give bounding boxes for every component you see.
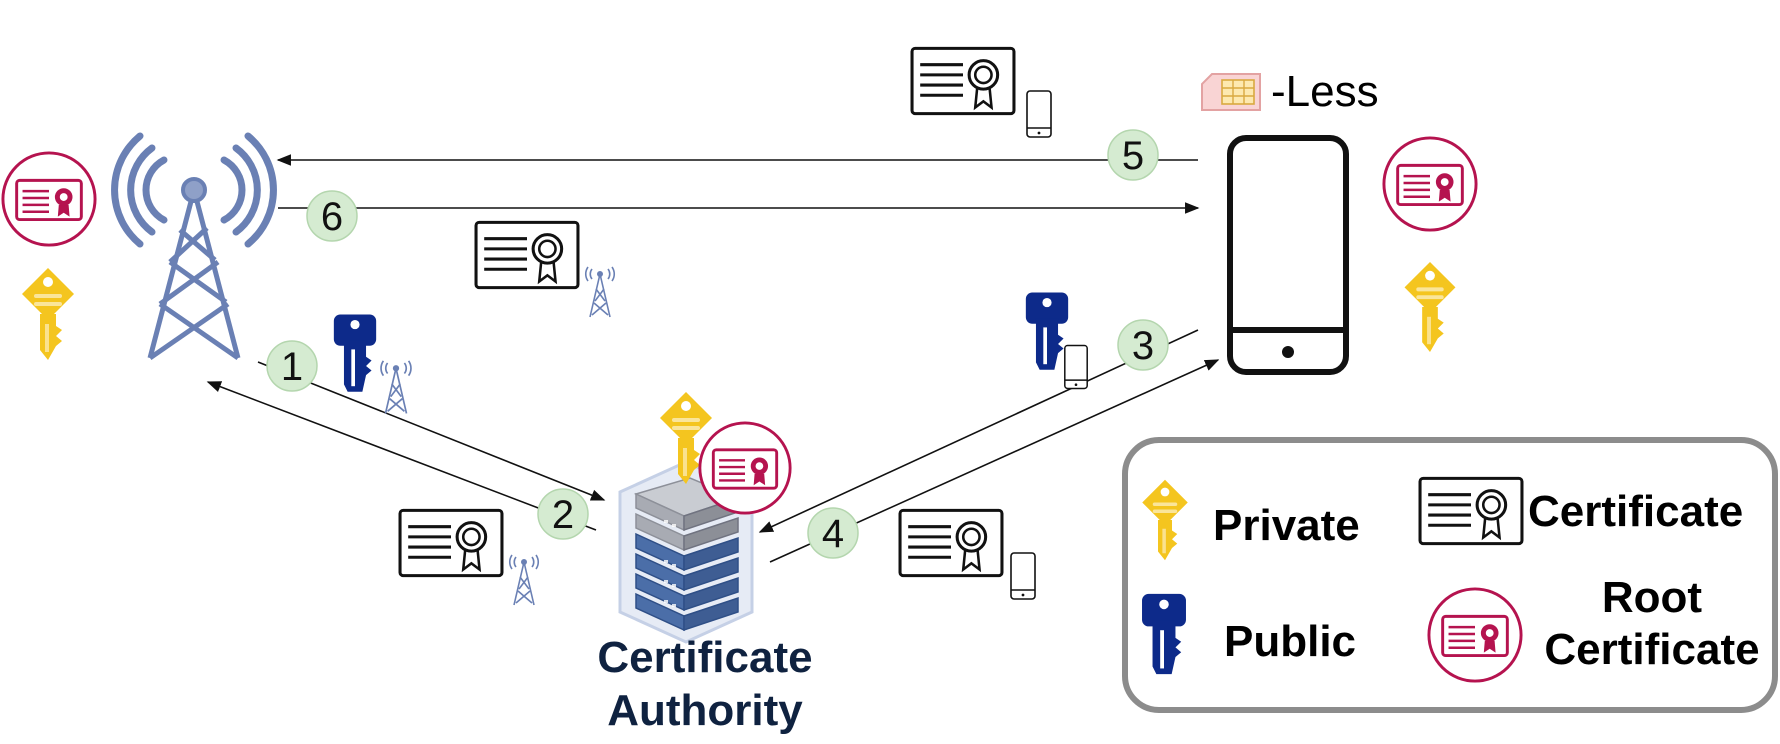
smartphone-icon xyxy=(1227,135,1349,375)
svg-text:3: 3 xyxy=(1132,324,1154,368)
message-arrows xyxy=(206,154,1220,563)
certificate-icon xyxy=(898,508,1004,578)
step-1: 1 xyxy=(266,340,318,392)
sim-card-icon xyxy=(1201,73,1261,111)
root-certificate-icon xyxy=(1382,136,1478,232)
svg-text:5: 5 xyxy=(1122,134,1144,178)
smartphone-icon xyxy=(1026,90,1052,138)
ca-label-line2: Authority xyxy=(607,686,803,735)
public-key-icon xyxy=(1025,292,1069,370)
svg-text:2: 2 xyxy=(552,493,574,537)
sim-less-label: -Less xyxy=(1271,67,1379,116)
smartphone-icon xyxy=(1064,344,1088,390)
private-key-icon xyxy=(22,268,74,360)
step-6: 6 xyxy=(306,190,358,242)
svg-text:6: 6 xyxy=(321,195,343,239)
certificate-icon xyxy=(474,220,580,290)
root-certificate-icon xyxy=(1,151,97,247)
root-certificate-icon xyxy=(1427,587,1523,683)
certificate-icon xyxy=(1418,476,1524,546)
legend-private-label: Private xyxy=(1213,501,1360,550)
step-3: 3 xyxy=(1117,319,1169,371)
legend-root-label-line2: Certificate xyxy=(1544,625,1759,674)
arrow-step-2 xyxy=(206,381,597,531)
cell-tower-icon xyxy=(380,360,412,415)
step-4: 4 xyxy=(807,507,859,559)
step-2: 2 xyxy=(537,488,589,540)
smartphone-icon xyxy=(1010,552,1036,600)
root-certificate-icon xyxy=(698,421,792,515)
svg-text:1: 1 xyxy=(281,345,303,389)
legend-root-label-line1: Root xyxy=(1602,573,1703,622)
legend: Private Public Certificate Root Certific… xyxy=(1122,437,1778,713)
public-key-icon xyxy=(333,314,377,392)
certificate-icon xyxy=(910,46,1016,116)
private-key-icon xyxy=(1404,261,1456,353)
arrow-step-1 xyxy=(257,361,606,501)
certificate-icon xyxy=(398,508,504,578)
arrow-step-3 xyxy=(758,329,1199,533)
step-5: 5 xyxy=(1107,129,1159,181)
cell-tower-icon xyxy=(111,132,277,361)
cell-tower-icon xyxy=(508,554,540,606)
svg-text:4: 4 xyxy=(822,512,844,556)
legend-certificate-label: Certificate xyxy=(1528,487,1743,536)
ca-label-line1: Certificate xyxy=(597,633,812,682)
cell-tower-icon xyxy=(584,266,616,318)
legend-public-label: Public xyxy=(1224,617,1356,666)
